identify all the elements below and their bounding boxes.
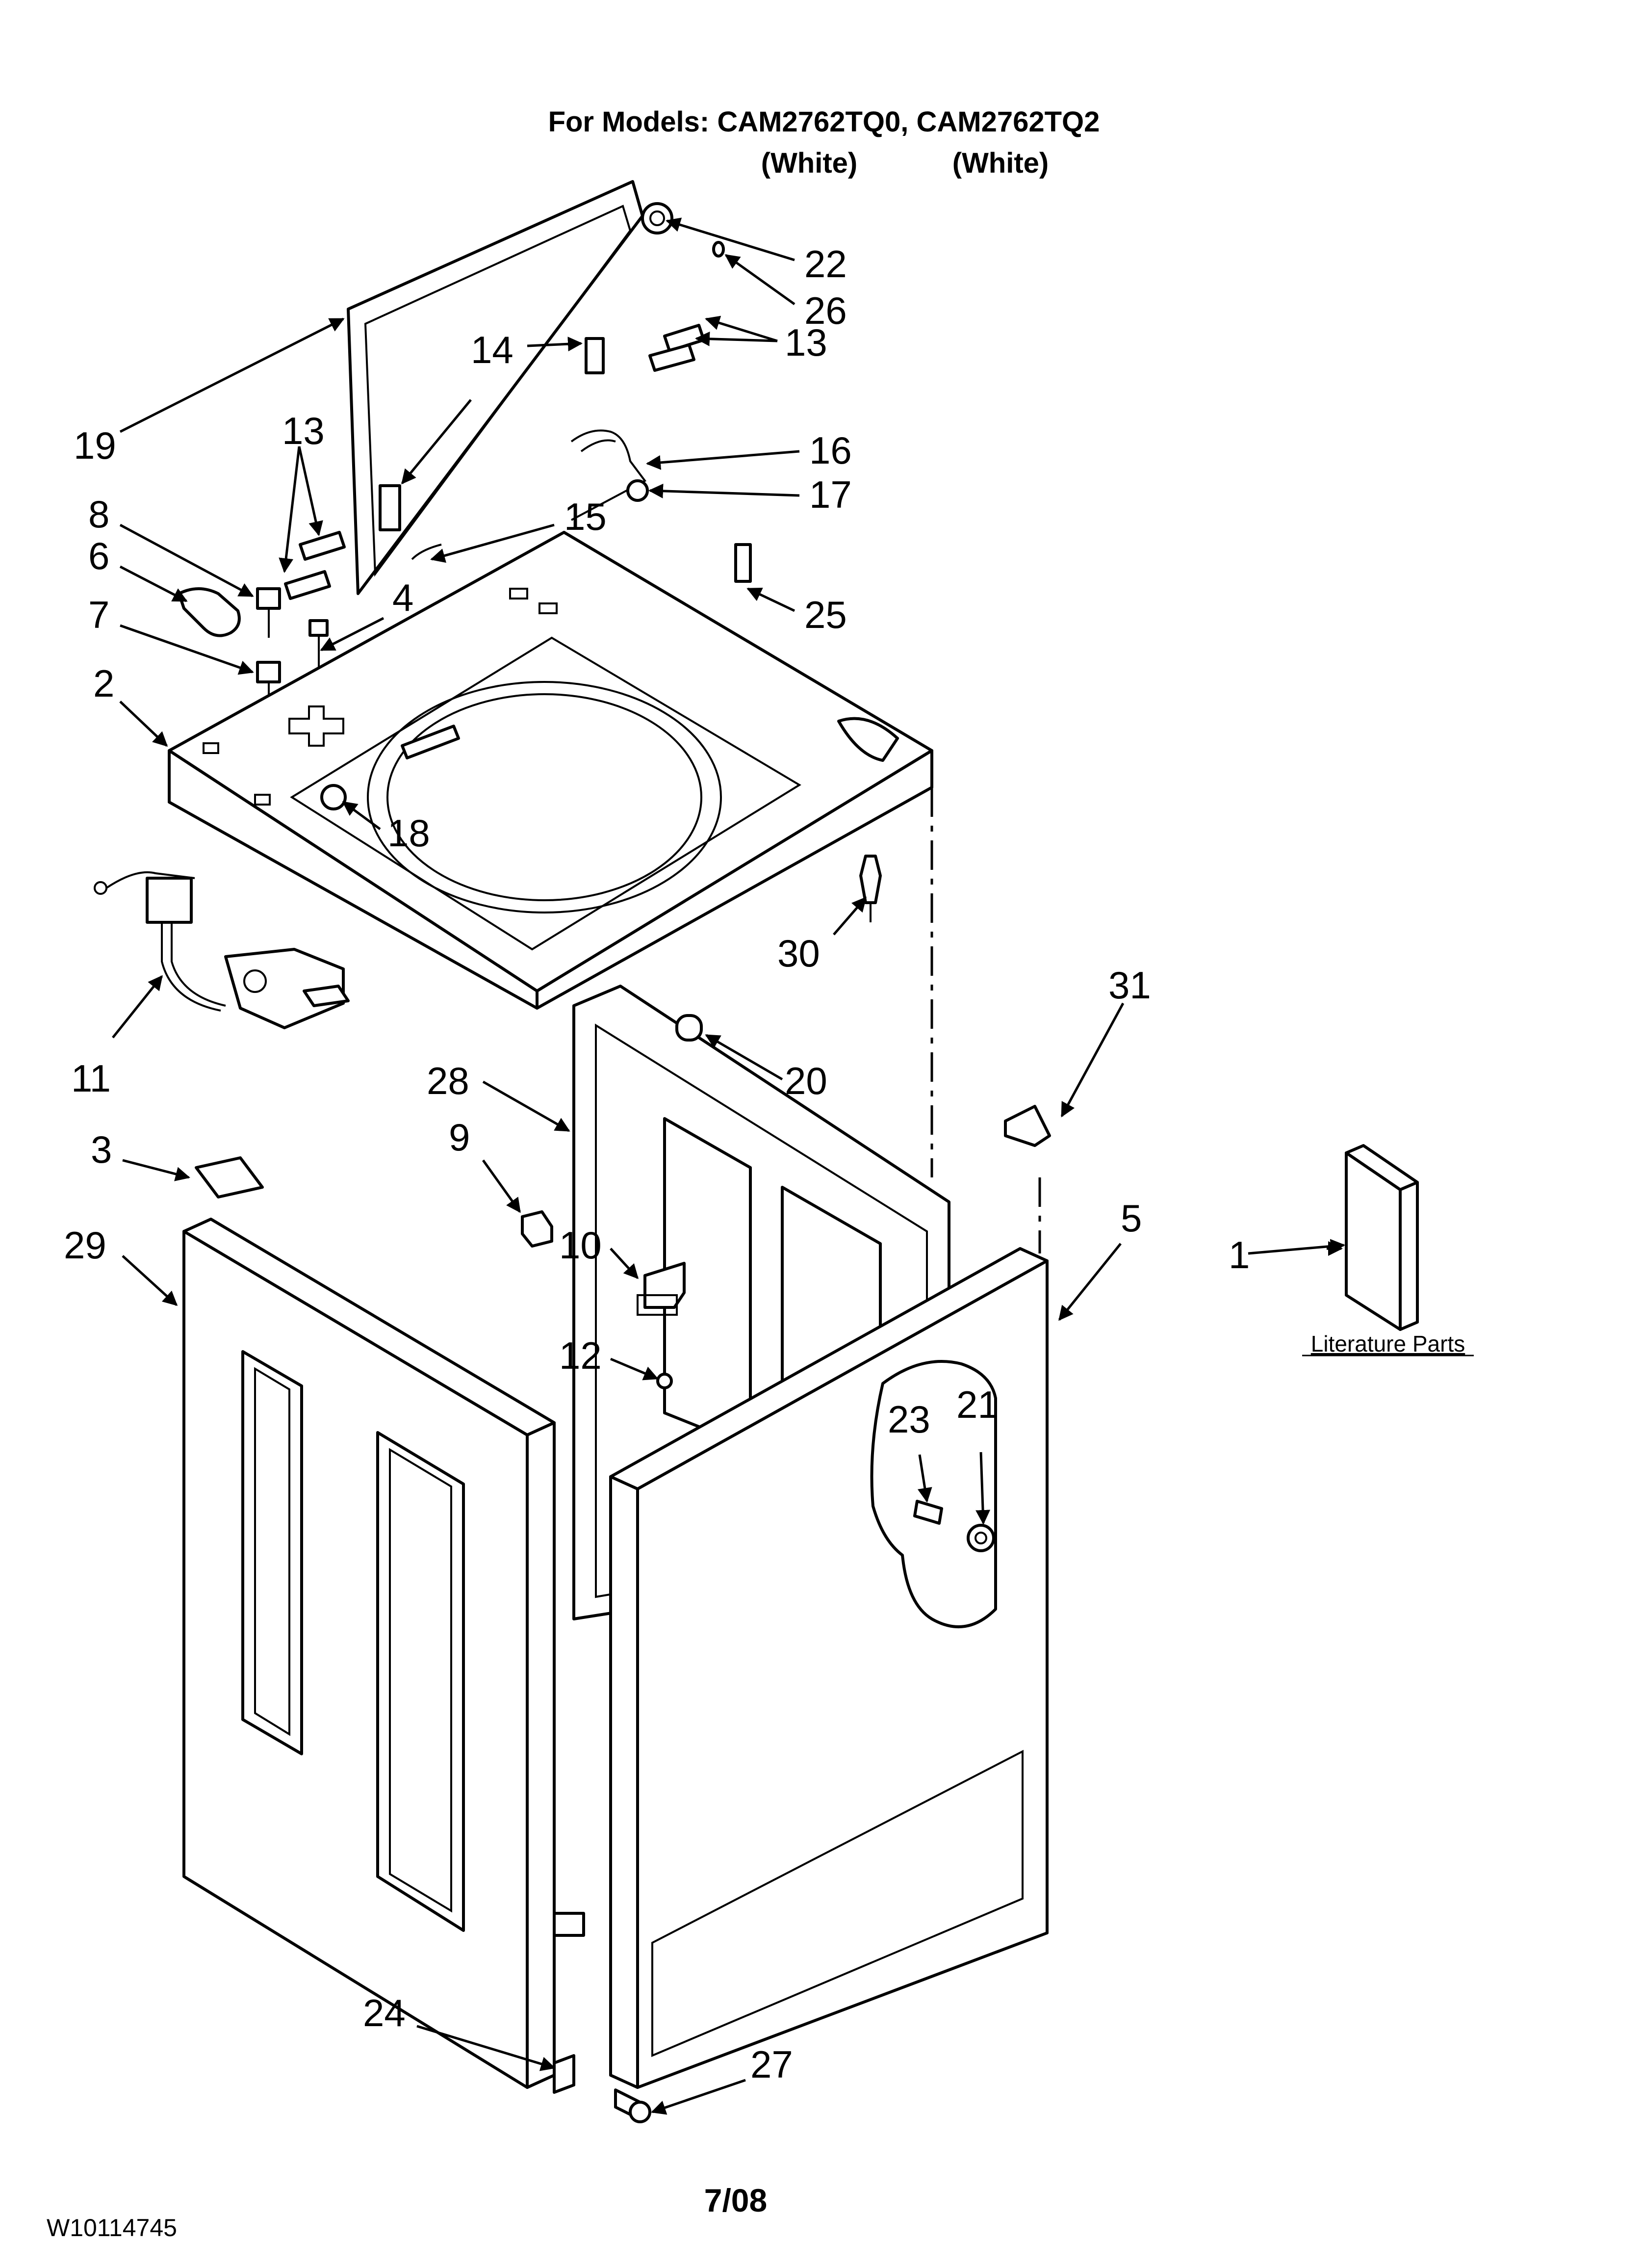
- callout-numbers: 1 2 3 4 5 6 7 8 9 10 11 12 13 13 14 15 1…: [64, 242, 1250, 2086]
- callout-3: 3: [91, 1128, 112, 1171]
- callout-8: 8: [88, 493, 109, 536]
- leader-lines: [112, 217, 1345, 2115]
- revision-date: 7/08: [704, 2182, 767, 2218]
- model-color-b: (White): [952, 147, 1049, 179]
- lid-frame: [347, 180, 644, 595]
- callout-10: 10: [559, 1224, 602, 1267]
- callout-30: 30: [777, 932, 820, 975]
- wire-harness: [94, 871, 350, 1029]
- callout-23: 23: [888, 1398, 930, 1441]
- callout-13-right: 13: [785, 321, 827, 364]
- switch-parts: [178, 587, 329, 736]
- callout-18: 18: [387, 811, 430, 855]
- literature-book: [1345, 1144, 1419, 1331]
- callout-5: 5: [1121, 1197, 1142, 1240]
- front-panel: [609, 1247, 1049, 2089]
- small-brackets: [195, 855, 1051, 2123]
- callout-29: 29: [64, 1224, 106, 1267]
- callout-16: 16: [809, 429, 852, 472]
- callout-11: 11: [71, 1057, 111, 1100]
- model-color-a: (White): [761, 147, 858, 179]
- callout-27: 27: [750, 2043, 793, 2086]
- callout-4: 4: [392, 576, 413, 619]
- callout-21: 21: [956, 1383, 999, 1426]
- callout-12: 12: [559, 1334, 602, 1377]
- callout-2: 2: [93, 662, 114, 705]
- models-heading: For Models: CAM2762TQ0, CAM2762TQ2: [548, 106, 1100, 138]
- callout-25: 25: [804, 593, 847, 636]
- callout-9: 9: [449, 1116, 470, 1159]
- callout-7: 7: [88, 593, 109, 636]
- callout-13-left: 13: [282, 409, 325, 452]
- literature-parts-label: Literature Parts: [1311, 1331, 1465, 1356]
- callout-22: 22: [804, 242, 847, 286]
- callout-6: 6: [88, 534, 109, 577]
- callout-24: 24: [363, 1991, 406, 2034]
- callout-14: 14: [471, 328, 513, 371]
- callout-1: 1: [1229, 1233, 1250, 1277]
- lid-hardware: [284, 202, 752, 600]
- callout-20: 20: [785, 1059, 827, 1102]
- callout-28: 28: [427, 1059, 469, 1102]
- callout-15: 15: [564, 495, 607, 538]
- document-number: W10114745: [47, 2214, 177, 2242]
- top-panel: [168, 531, 933, 1010]
- callout-17: 17: [809, 473, 852, 516]
- callout-26: 26: [804, 289, 847, 332]
- callout-31: 31: [1108, 964, 1151, 1007]
- left-side-panel: [182, 1218, 556, 2089]
- callout-19: 19: [74, 424, 116, 467]
